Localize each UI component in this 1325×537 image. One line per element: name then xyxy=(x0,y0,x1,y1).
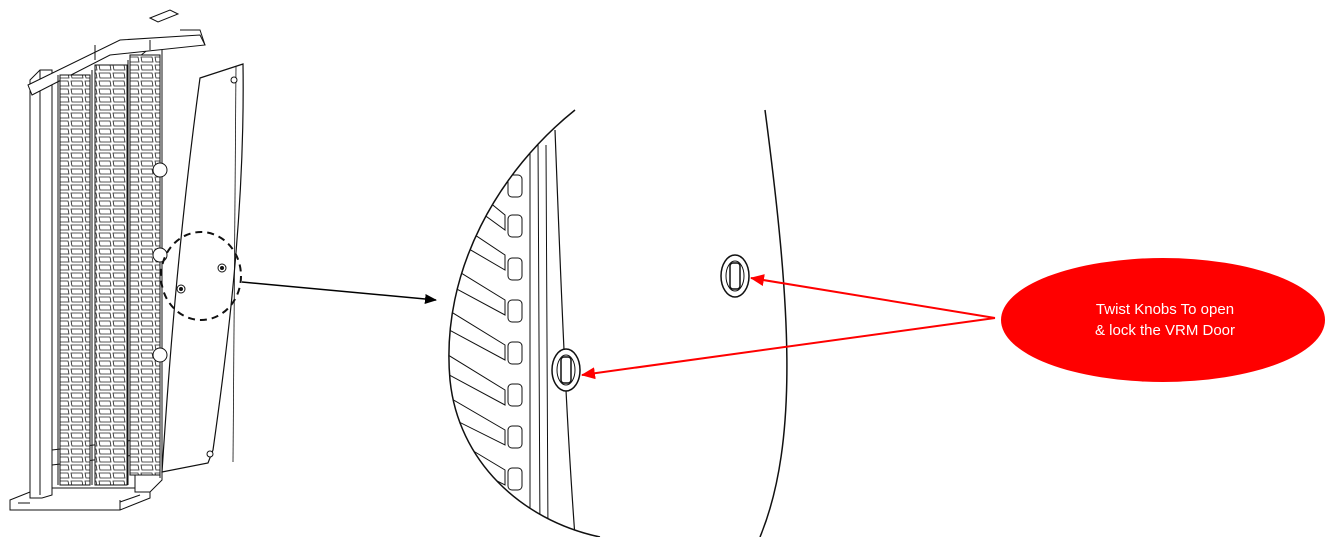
dashed-circle-icon xyxy=(160,231,242,321)
zoom-arrow xyxy=(241,281,437,304)
magnified-detail-view xyxy=(448,109,788,537)
pointer-arrow-upper-knob xyxy=(750,274,996,319)
equipment-rack-drawing xyxy=(9,9,244,511)
twist-knob-icon xyxy=(551,348,581,392)
twist-knob-icon xyxy=(720,254,750,298)
pointer-arrow-lower-knob xyxy=(581,317,996,380)
callout-bubble xyxy=(1001,258,1325,382)
